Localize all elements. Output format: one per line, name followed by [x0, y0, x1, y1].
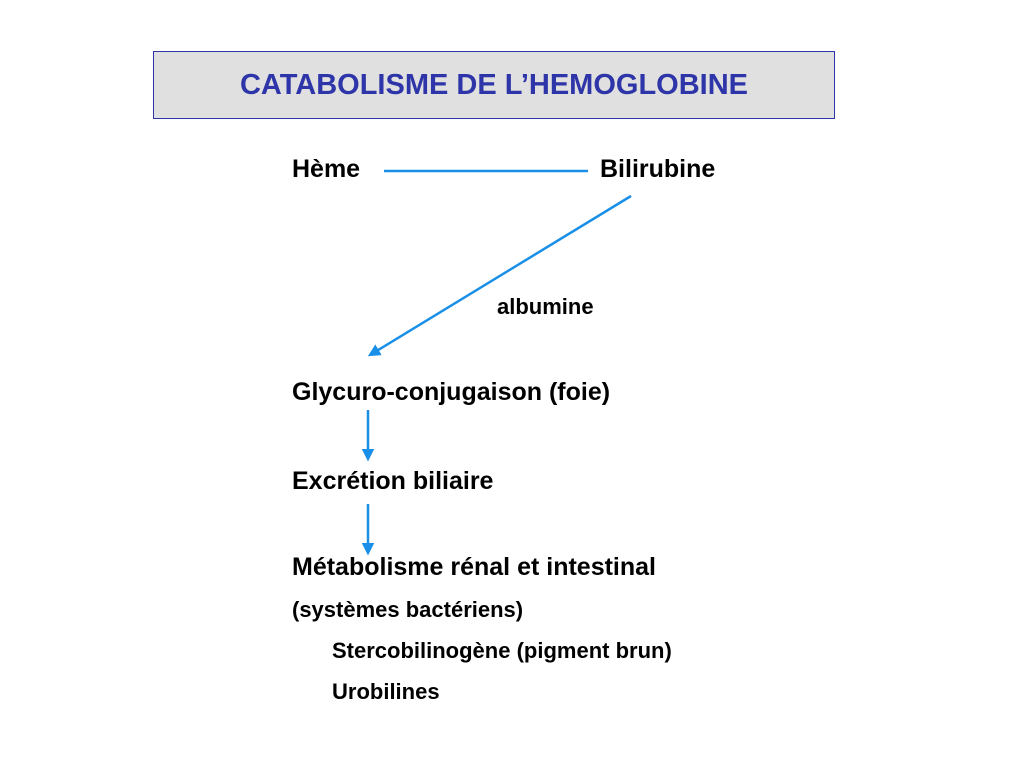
slide-title: CATABOLISME DE L’HEMOGLOBINE [239, 68, 749, 101]
bilirubine-to-glycuro-arrow [367, 194, 632, 357]
node-stercobilinogene: Stercobilinogène (pigment brun) [332, 638, 672, 663]
node-metabolisme: Métabolisme rénal et intestinal [292, 553, 656, 581]
node-bilirubine: Bilirubine [600, 155, 716, 183]
label-albumine: albumine [497, 294, 594, 319]
title-box: CATABOLISME DE L’HEMOGLOBINE [153, 51, 835, 119]
node-excretion-biliaire: Excrétion biliaire [292, 467, 494, 495]
node-heme: Hème [292, 155, 361, 183]
node-glycuro-conjugaison: Glycuro-conjugaison (foie) [292, 378, 611, 406]
node-urobilines: Urobilines [332, 679, 440, 704]
node-systemes-bacteriens: (systèmes bactériens) [292, 597, 524, 622]
